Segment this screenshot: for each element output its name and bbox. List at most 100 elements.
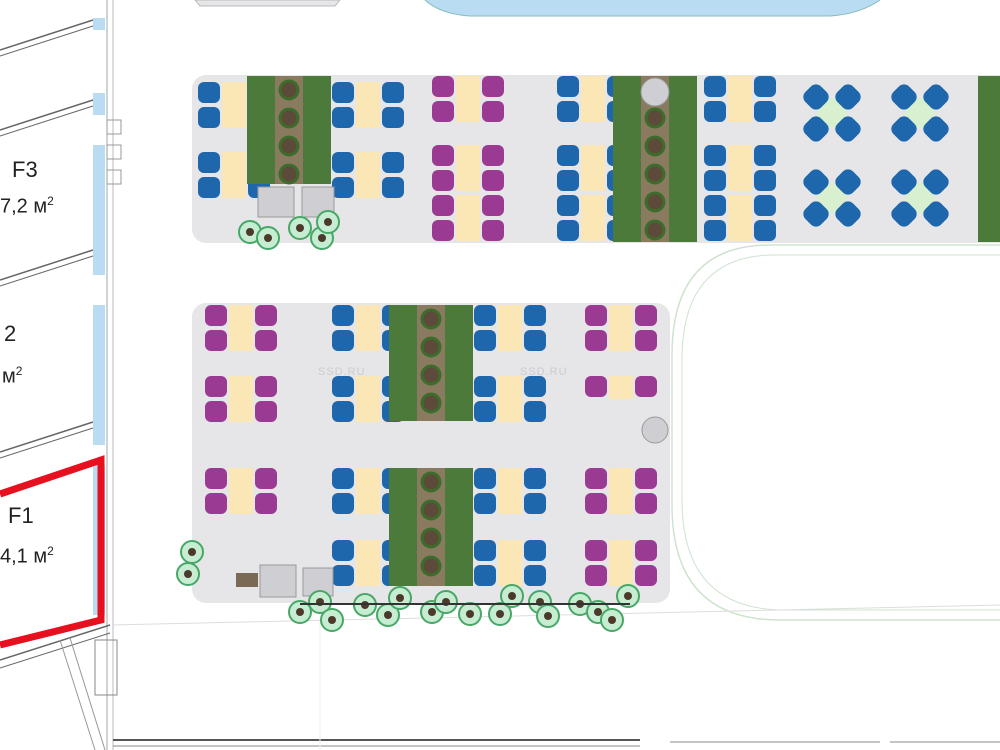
chair-purple — [432, 76, 454, 97]
furniture-layer — [176, 76, 1000, 632]
chair-blue — [803, 116, 829, 142]
table — [222, 82, 246, 128]
plant — [644, 163, 666, 185]
chair-blue — [474, 565, 496, 586]
chair-purple — [635, 565, 657, 586]
chair-blue — [754, 220, 776, 241]
table — [356, 468, 380, 514]
chair-blue — [704, 195, 726, 216]
chair-purple — [432, 145, 454, 166]
chair-blue — [923, 201, 949, 227]
chair-blue — [754, 145, 776, 166]
chair-blue — [803, 201, 829, 227]
table — [229, 305, 253, 351]
tree-trunk — [496, 610, 504, 618]
chair-purple — [255, 305, 277, 326]
chair-blue — [557, 195, 579, 216]
chair-blue — [332, 330, 354, 351]
top-features — [194, 0, 881, 17]
table — [356, 152, 380, 198]
table — [498, 468, 522, 514]
tree-trunk — [246, 228, 254, 236]
round-table — [817, 183, 847, 213]
chair-blue — [557, 170, 579, 191]
plant — [278, 163, 300, 185]
table — [456, 145, 480, 191]
plant — [644, 219, 666, 241]
table — [498, 540, 522, 586]
chair-blue — [474, 330, 496, 351]
chair-blue — [474, 305, 496, 326]
bench — [236, 573, 258, 587]
chair-purple — [635, 468, 657, 489]
plant — [420, 471, 442, 493]
chair-blue — [524, 493, 546, 514]
table — [581, 195, 605, 241]
unit-f2-area-value: м — [2, 365, 16, 388]
plant — [420, 499, 442, 521]
chair-blue — [332, 82, 354, 103]
unit-f3-area-value: 7,2 м — [0, 195, 48, 218]
service-box — [259, 564, 297, 598]
chair-purple — [255, 401, 277, 422]
chair-blue — [198, 82, 220, 103]
table — [229, 376, 253, 422]
plant — [420, 364, 442, 386]
chair-blue — [803, 84, 829, 110]
round-table — [905, 98, 935, 128]
tree-trunk — [296, 608, 304, 616]
chair-purple — [482, 145, 504, 166]
chair-blue — [891, 116, 917, 142]
watermark-left: SSD.RU — [318, 366, 366, 378]
chair-blue — [891, 84, 917, 110]
table — [456, 195, 480, 241]
chair-purple — [585, 493, 607, 514]
chair-purple — [205, 493, 227, 514]
chair-blue — [704, 76, 726, 97]
service-box — [257, 186, 295, 218]
plant — [278, 79, 300, 101]
unit-f1-code[interactable]: F1 — [8, 503, 34, 528]
tree-trunk — [466, 610, 474, 618]
chair-purple — [482, 76, 504, 97]
chair-blue — [524, 330, 546, 351]
chair-purple — [255, 376, 277, 397]
chair-blue — [891, 169, 917, 195]
chair-blue — [524, 305, 546, 326]
plaza-outline — [671, 244, 1000, 621]
table — [581, 76, 605, 122]
unit-f1-highlight[interactable] — [0, 455, 105, 649]
chair-purple — [482, 101, 504, 122]
chair-blue — [332, 565, 354, 586]
unit-f2-code: 2 — [4, 321, 17, 346]
table — [728, 145, 752, 191]
table — [498, 376, 522, 422]
chair-blue — [704, 101, 726, 122]
plant — [420, 336, 442, 358]
table — [356, 305, 380, 351]
unit-f1-area[interactable]: 4,1 м2 — [0, 538, 54, 570]
tree-trunk — [594, 608, 602, 616]
chair-blue — [332, 305, 354, 326]
chair-blue — [524, 376, 546, 397]
chair-purple — [205, 376, 227, 397]
chair-blue — [704, 220, 726, 241]
chair-blue — [557, 145, 579, 166]
tree-trunk — [188, 548, 196, 556]
chair-purple — [255, 468, 277, 489]
chair-blue — [382, 82, 404, 103]
bottom-edge — [112, 604, 1000, 750]
chair-blue — [557, 220, 579, 241]
chair-blue — [835, 84, 861, 110]
plant — [644, 191, 666, 213]
table — [356, 540, 380, 586]
plant — [278, 107, 300, 129]
table — [609, 376, 633, 399]
chair-blue — [474, 376, 496, 397]
chair-blue — [923, 169, 949, 195]
chair-blue — [332, 540, 354, 561]
table — [609, 540, 633, 586]
chair-blue — [704, 145, 726, 166]
chair-blue — [474, 493, 496, 514]
chair-blue — [332, 107, 354, 128]
